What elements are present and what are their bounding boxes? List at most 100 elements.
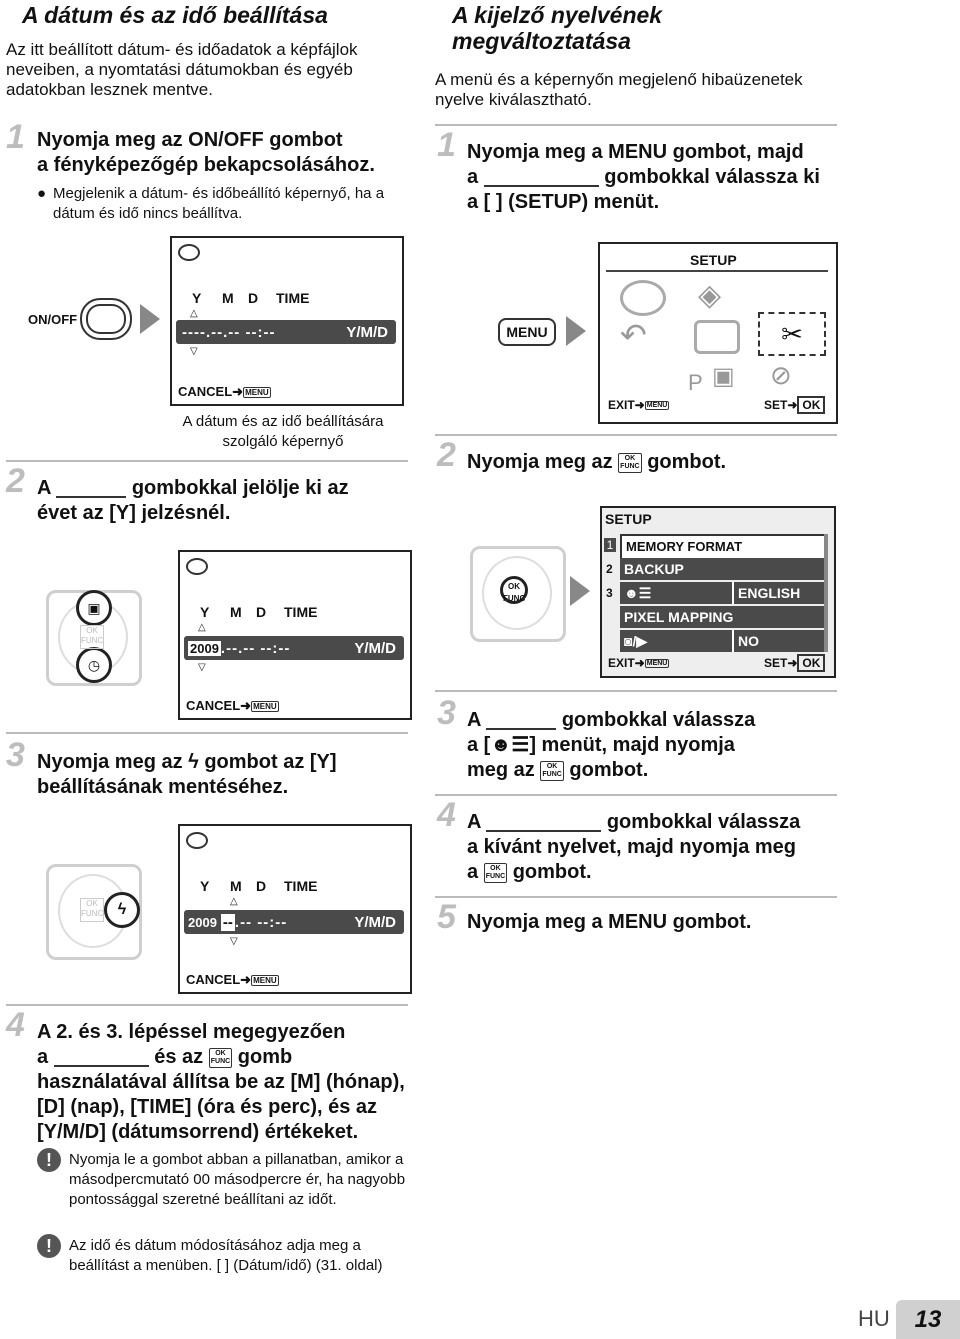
- step-text: A 2. és 3. lépéssel megegyezően a és az …: [37, 1020, 417, 1145]
- set-label: SET➜OK: [764, 396, 826, 414]
- setup-icons-screen: SETUP ◈ ↶ ✂ P ▣ ⊘ EXIT➜MENU SET➜OK: [598, 242, 838, 424]
- step-word: ] menüt, majd nyomja: [529, 734, 735, 756]
- caution-icon: !: [37, 1234, 61, 1258]
- date-value: ----.--.-- --:--: [182, 323, 276, 341]
- step-word: Nyomja meg az: [37, 751, 183, 773]
- divider: [6, 1004, 408, 1006]
- label-y: Y: [192, 290, 202, 306]
- step-word: gombokkal válassza ki: [604, 166, 820, 188]
- menu-row-memory-format[interactable]: MEMORY FORMAT: [620, 534, 828, 560]
- step-text: A gombokkal válassza a [☻☰] menüt, majd …: [467, 708, 847, 783]
- label-m: M: [230, 604, 242, 620]
- arrow-icon: [570, 576, 590, 606]
- cancel-label: CANCEL➜MENU: [186, 972, 279, 987]
- arrow-icon: [566, 316, 586, 346]
- step-number: 4: [6, 1006, 25, 1044]
- menu-row-camera-playback[interactable]: ◙/▶ NO: [620, 630, 824, 652]
- date-value-bar: ----.--.-- --:-- Y/M/D: [176, 320, 396, 344]
- step-line: a fényképezőgép bekapcsolásához.: [37, 154, 375, 176]
- divider: [6, 732, 408, 734]
- onoff-button[interactable]: [80, 298, 132, 340]
- date-order: Y/M/D: [354, 913, 396, 931]
- step-line: A gombokkal válassza: [467, 708, 847, 733]
- menu-button-icon: MENU: [251, 701, 279, 713]
- date-value-bar: 2009 .--.-- --:-- Y/M/D: [184, 636, 404, 660]
- flash-icon: ϟ: [188, 751, 199, 773]
- image-effect-icon: [620, 280, 666, 316]
- dial-ring: [482, 556, 552, 630]
- step-word: gombot.: [512, 861, 592, 883]
- step-word: és az: [154, 1046, 204, 1068]
- down-button[interactable]: ◷: [76, 647, 112, 683]
- step-word: a: [467, 861, 479, 883]
- caution-icon: !: [37, 1148, 61, 1172]
- step-line: évet az [Y] jelzésnél.: [37, 502, 231, 524]
- language-value: ENGLISH: [732, 582, 800, 604]
- power-on-value: NO: [732, 630, 759, 652]
- cancel-label: CANCEL➜MENU: [178, 384, 271, 399]
- year-value: 2009: [188, 640, 221, 656]
- menu-row-language[interactable]: ☻☰ ENGLISH: [620, 582, 824, 604]
- return-icon: ↶: [620, 317, 647, 353]
- setup-title: SETUP: [690, 252, 737, 268]
- caution-note: Nyomja le a gombot abban a pillanatban, …: [69, 1151, 406, 1208]
- up-button[interactable]: ▣: [76, 590, 112, 626]
- step-number: 2: [6, 462, 25, 500]
- title-line: A kijelző nyelvének: [452, 2, 663, 28]
- step-number: 3: [437, 694, 456, 732]
- label-y: Y: [200, 604, 210, 620]
- menu-button-icon: MENU: [644, 401, 670, 411]
- date-order: Y/M/D: [354, 639, 396, 657]
- camera-icon: ◙: [624, 633, 633, 649]
- right-flash-button[interactable]: ϟ: [104, 892, 140, 928]
- label-d: D: [248, 290, 259, 306]
- step-word: gombokkal válassza: [606, 811, 801, 833]
- down-arrow-icon: ▽: [230, 936, 238, 947]
- menu-button-icon: MENU: [243, 387, 271, 399]
- step-line: a gombokkal válassza ki: [467, 165, 847, 190]
- step-text: Nyomja meg az ϟ gombot az [Y] beállításá…: [37, 750, 417, 800]
- menu-button[interactable]: MENU: [498, 318, 556, 346]
- caution-note: Az idő és dátum módosításához adja meg a…: [69, 1237, 383, 1274]
- up-arrow-icon: △: [198, 622, 206, 633]
- date-rest: .-- --:--: [234, 913, 288, 931]
- divider: [435, 124, 837, 126]
- date-screen-2: Y M D TIME △ 2009 .--.-- --:-- Y/M/D ▽ C…: [178, 550, 412, 720]
- step-word: gombokkal jelölje ki az: [131, 477, 349, 499]
- scrollbar[interactable]: [824, 534, 828, 652]
- setup-list-title: SETUP: [605, 511, 652, 527]
- section-title-language: A kijelző nyelvének megváltoztatása: [452, 2, 662, 54]
- clock-icon: [178, 244, 200, 261]
- down-arrow-icon: ▽: [190, 346, 198, 357]
- step-line: A 2. és 3. lépéssel megegyezően: [37, 1021, 346, 1043]
- arrow-icon: [140, 304, 160, 334]
- menu-row-pixel-mapping[interactable]: PIXEL MAPPING: [620, 606, 824, 628]
- camera-icon: [694, 320, 740, 354]
- step-word: gombot.: [569, 759, 649, 781]
- divider: [435, 690, 837, 692]
- step-number: 2: [437, 436, 456, 474]
- step-word: a [: [467, 734, 491, 756]
- up-arrow-icon: △: [190, 308, 198, 319]
- menu-row-backup[interactable]: BACKUP: [620, 558, 824, 580]
- step-word: gombot.: [647, 451, 727, 473]
- up-down-button-icon: [56, 480, 127, 498]
- step-number: 5: [437, 898, 456, 936]
- step-word: Nyomja meg az: [467, 451, 613, 473]
- arrow-buttons-icon: [486, 814, 602, 832]
- date-intro-text: Az itt beállított dátum- és időadatok a …: [6, 40, 358, 99]
- set-label: SET➜OK: [764, 654, 826, 672]
- playback-icon: P: [688, 370, 703, 395]
- language-icon: ☻☰: [490, 734, 530, 756]
- title-underline: [606, 270, 828, 272]
- exit-label: EXIT➜MENU: [608, 656, 670, 670]
- step-number: 3: [6, 736, 25, 774]
